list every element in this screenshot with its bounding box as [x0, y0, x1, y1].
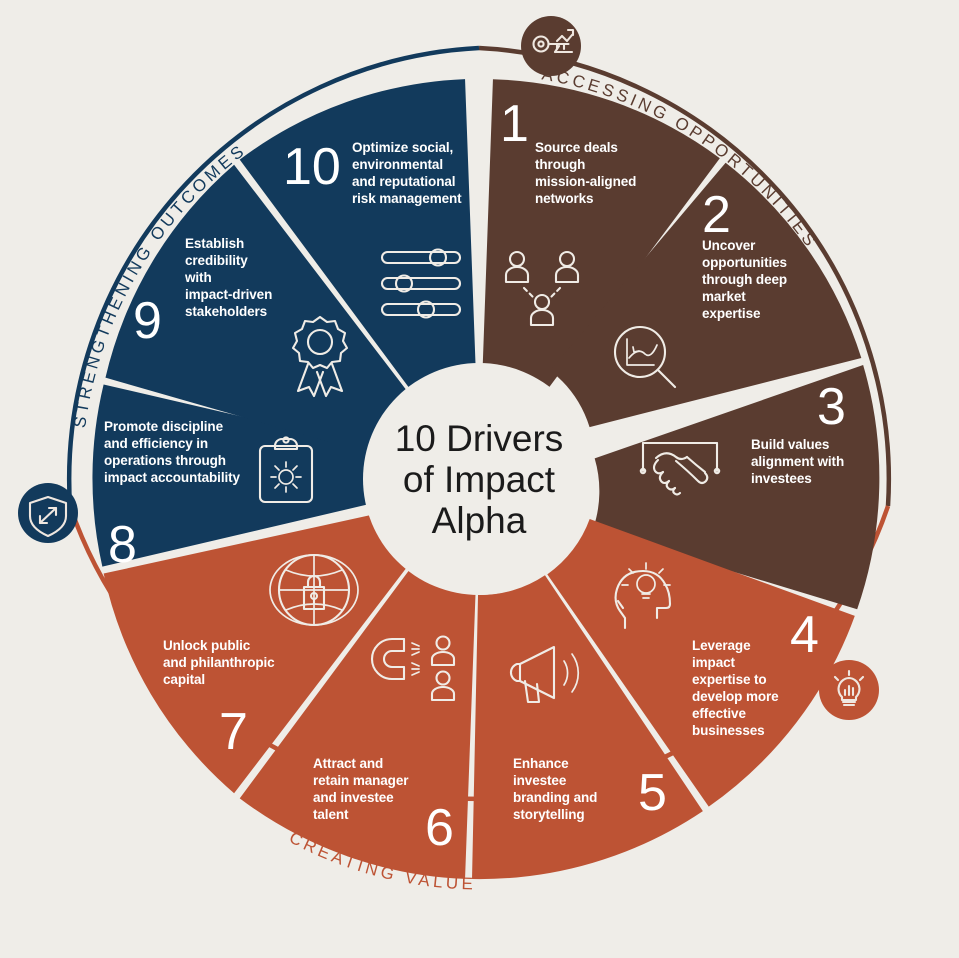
segment-8-line: Promote discipline — [104, 419, 224, 434]
segment-5-line: storytelling — [513, 807, 585, 822]
segment-8-line: impact accountability — [104, 470, 241, 485]
segment-4-line: impact — [692, 655, 736, 670]
segment-9[interactable] — [105, 164, 408, 454]
segment-number-3: 3 — [817, 378, 846, 436]
segment-label-5: Enhance investee branding and storytelli… — [513, 756, 597, 822]
segment-number-5: 5 — [638, 764, 667, 822]
segment-6-line: and investee — [313, 790, 394, 805]
segment-4[interactable] — [547, 519, 855, 807]
shield-arrows-icon — [28, 495, 68, 538]
segment-number-4: 4 — [790, 606, 819, 664]
segment-9-line: credibility — [185, 253, 248, 268]
segment-label-4: Leverage impact expertise to develop mor… — [692, 638, 779, 738]
segment-number-7: 7 — [219, 703, 248, 761]
magnet-people-icon — [371, 635, 456, 702]
magnifier-chart-icon — [613, 325, 677, 389]
segment-number-8: 8 — [108, 516, 137, 574]
wheel-segments — [92, 79, 880, 880]
arc-strengthening-outcomes — [66, 45, 480, 507]
center-hub: 10 Drivers of Impact Alpha — [363, 363, 595, 595]
segment-4-line: expertise to — [692, 672, 767, 687]
segment-4-line: effective — [692, 706, 746, 721]
segment-number-2: 2 — [702, 186, 731, 244]
segment-label-8: Promote discipline and efficiency in ope… — [104, 419, 241, 485]
segment-7-line: Unlock public — [163, 638, 251, 653]
segment-number-10: 10 — [283, 138, 341, 196]
segment-5-line: investee — [513, 773, 567, 788]
segment-9-line: stakeholders — [185, 304, 267, 319]
head-lightbulb-icon — [614, 562, 672, 630]
center-title-line3: Alpha — [432, 500, 527, 541]
segment-7[interactable] — [103, 512, 408, 794]
segment-6[interactable] — [239, 568, 476, 879]
segment-4-line: Leverage — [692, 638, 751, 653]
globe-lock-icon — [269, 553, 359, 627]
segment-8-line: and efficiency in — [104, 436, 208, 451]
key-growth-icon — [532, 28, 575, 54]
segment-1-line: Source deals — [535, 140, 618, 155]
segment-2-line: Uncover — [702, 238, 756, 253]
badge-lightbulb-chart[interactable] — [819, 660, 879, 720]
segment-number-9: 9 — [133, 292, 162, 350]
segment-4-line: businesses — [692, 723, 765, 738]
segment-1-line: through — [535, 157, 585, 172]
segment-number-6: 6 — [425, 799, 454, 857]
segment-6-line: talent — [313, 807, 349, 822]
segment-3-line: alignment with — [751, 454, 844, 469]
segment-label-3: Build values alignment with investees — [751, 437, 844, 486]
people-network-icon — [504, 250, 580, 327]
segment-10[interactable] — [239, 79, 476, 390]
segment-label-10: Optimize social, environmental and reput… — [352, 140, 462, 206]
segment-6-line: retain manager — [313, 773, 409, 788]
sliders-icon — [380, 248, 462, 319]
segment-label-9: Establish credibility with impact-driven… — [184, 236, 272, 319]
segment-1-line: mission-aligned — [535, 174, 636, 189]
badge-shield-arrows[interactable] — [18, 483, 78, 543]
segment-9-line: impact-driven — [185, 287, 272, 302]
lightbulb-chart-icon — [833, 669, 865, 707]
segment-2-line: through deep — [702, 272, 787, 287]
segment-label-7: Unlock public and philanthropic capital — [163, 638, 275, 687]
segment-2-line: market — [702, 289, 746, 304]
segment-10-line: risk management — [352, 191, 462, 206]
segment-10-line: and reputational — [352, 174, 455, 189]
segment-10-line: Optimize social, — [352, 140, 453, 155]
center-title-line1: 10 Drivers — [395, 418, 564, 459]
award-ribbon-icon — [291, 315, 349, 398]
handshake-icon — [639, 441, 721, 496]
segment-9-line: with — [184, 270, 212, 285]
clipboard-gear-icon — [258, 436, 314, 504]
segment-7-line: and philanthropic — [163, 655, 275, 670]
segment-3-line: investees — [751, 471, 812, 486]
segment-1-line: networks — [535, 191, 593, 206]
segment-9-line: Establish — [185, 236, 244, 251]
arc-accessing-opportunities — [478, 45, 892, 507]
segment-4-line: develop more — [692, 689, 779, 704]
segment-8[interactable] — [92, 384, 381, 567]
segment-5-line: Enhance — [513, 756, 569, 771]
segment-7-line: capital — [163, 672, 205, 687]
segment-label-2: Uncover opportunities through deep marke… — [702, 238, 787, 321]
segment-5-line: branding and — [513, 790, 597, 805]
segment-10-line: environmental — [352, 157, 443, 172]
segment-5[interactable] — [472, 575, 703, 880]
center-title-line2: of Impact — [403, 459, 556, 500]
segment-2-line: expertise — [702, 306, 761, 321]
segment-label-1: Source deals through mission-aligned net… — [535, 140, 636, 206]
segment-6-line: Attract and — [313, 756, 383, 771]
segment-numbers: 1 2 3 4 5 6 7 8 9 10 — [108, 95, 846, 857]
segment-8-line: operations through — [104, 453, 226, 468]
segment-2-line: opportunities — [702, 255, 787, 270]
segment-2[interactable] — [550, 162, 862, 428]
segment-3-line: Build values — [751, 437, 829, 452]
badge-key-growth[interactable] — [521, 16, 581, 76]
segment-number-1: 1 — [500, 95, 529, 153]
megaphone-icon — [509, 645, 580, 704]
segment-label-6: Attract and retain manager and investee … — [313, 756, 409, 822]
segment-labels: Source deals through mission-aligned net… — [104, 140, 844, 822]
